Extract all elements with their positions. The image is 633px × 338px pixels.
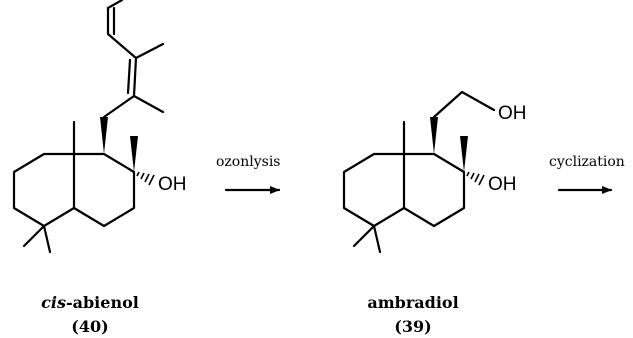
- reaction-label-cyclization: cyclization: [549, 154, 625, 170]
- oh-hashed-bond: [466, 171, 485, 186]
- compound-name: ambradiol: [367, 293, 458, 312]
- ring-b-bonds: [72, 152, 136, 228]
- oh-label: OH: [158, 174, 187, 195]
- side-chain-bonds: [102, 6, 165, 119]
- ring-a-bonds: [12, 152, 76, 228]
- gem-dimethyl-bonds: [352, 224, 382, 254]
- gem-dimethyl-bonds: [22, 224, 52, 254]
- compound-name: cis-abienol: [41, 293, 139, 312]
- vinyl-terminal-bond: [106, 0, 124, 10]
- side-chain-bonds: [432, 90, 496, 119]
- compound-name-prefix: cis: [41, 293, 66, 312]
- reaction-arrow-1: ozonlysis: [216, 154, 280, 194]
- molecule-ambradiol: OH OH: [342, 90, 527, 254]
- c8-methyl-wedge: [460, 136, 468, 172]
- reaction-arrow-2: cyclization: [549, 154, 625, 194]
- ring-b-bonds: [402, 152, 466, 228]
- oh-hashed-bond: [136, 171, 155, 186]
- compound-label-cis-abienol: cis-abienol (40): [41, 293, 139, 336]
- side-chain-wedge: [100, 117, 108, 154]
- side-chain-double-bonds: [112, 6, 132, 95]
- oh-label: OH: [488, 174, 517, 195]
- reaction-label-ozonlysis: ozonlysis: [216, 154, 280, 170]
- ring-a-bonds: [342, 152, 406, 228]
- compound-label-ambradiol: ambradiol (39): [367, 293, 458, 336]
- c8-methyl-wedge: [130, 136, 138, 172]
- compound-number: (40): [71, 317, 108, 336]
- molecule-cis-abienol: OH: [12, 0, 187, 254]
- compound-number: (39): [394, 317, 431, 336]
- side-chain-wedge: [430, 117, 438, 154]
- side-oh-label: OH: [498, 103, 527, 124]
- compound-name-rest: -abienol: [66, 293, 139, 312]
